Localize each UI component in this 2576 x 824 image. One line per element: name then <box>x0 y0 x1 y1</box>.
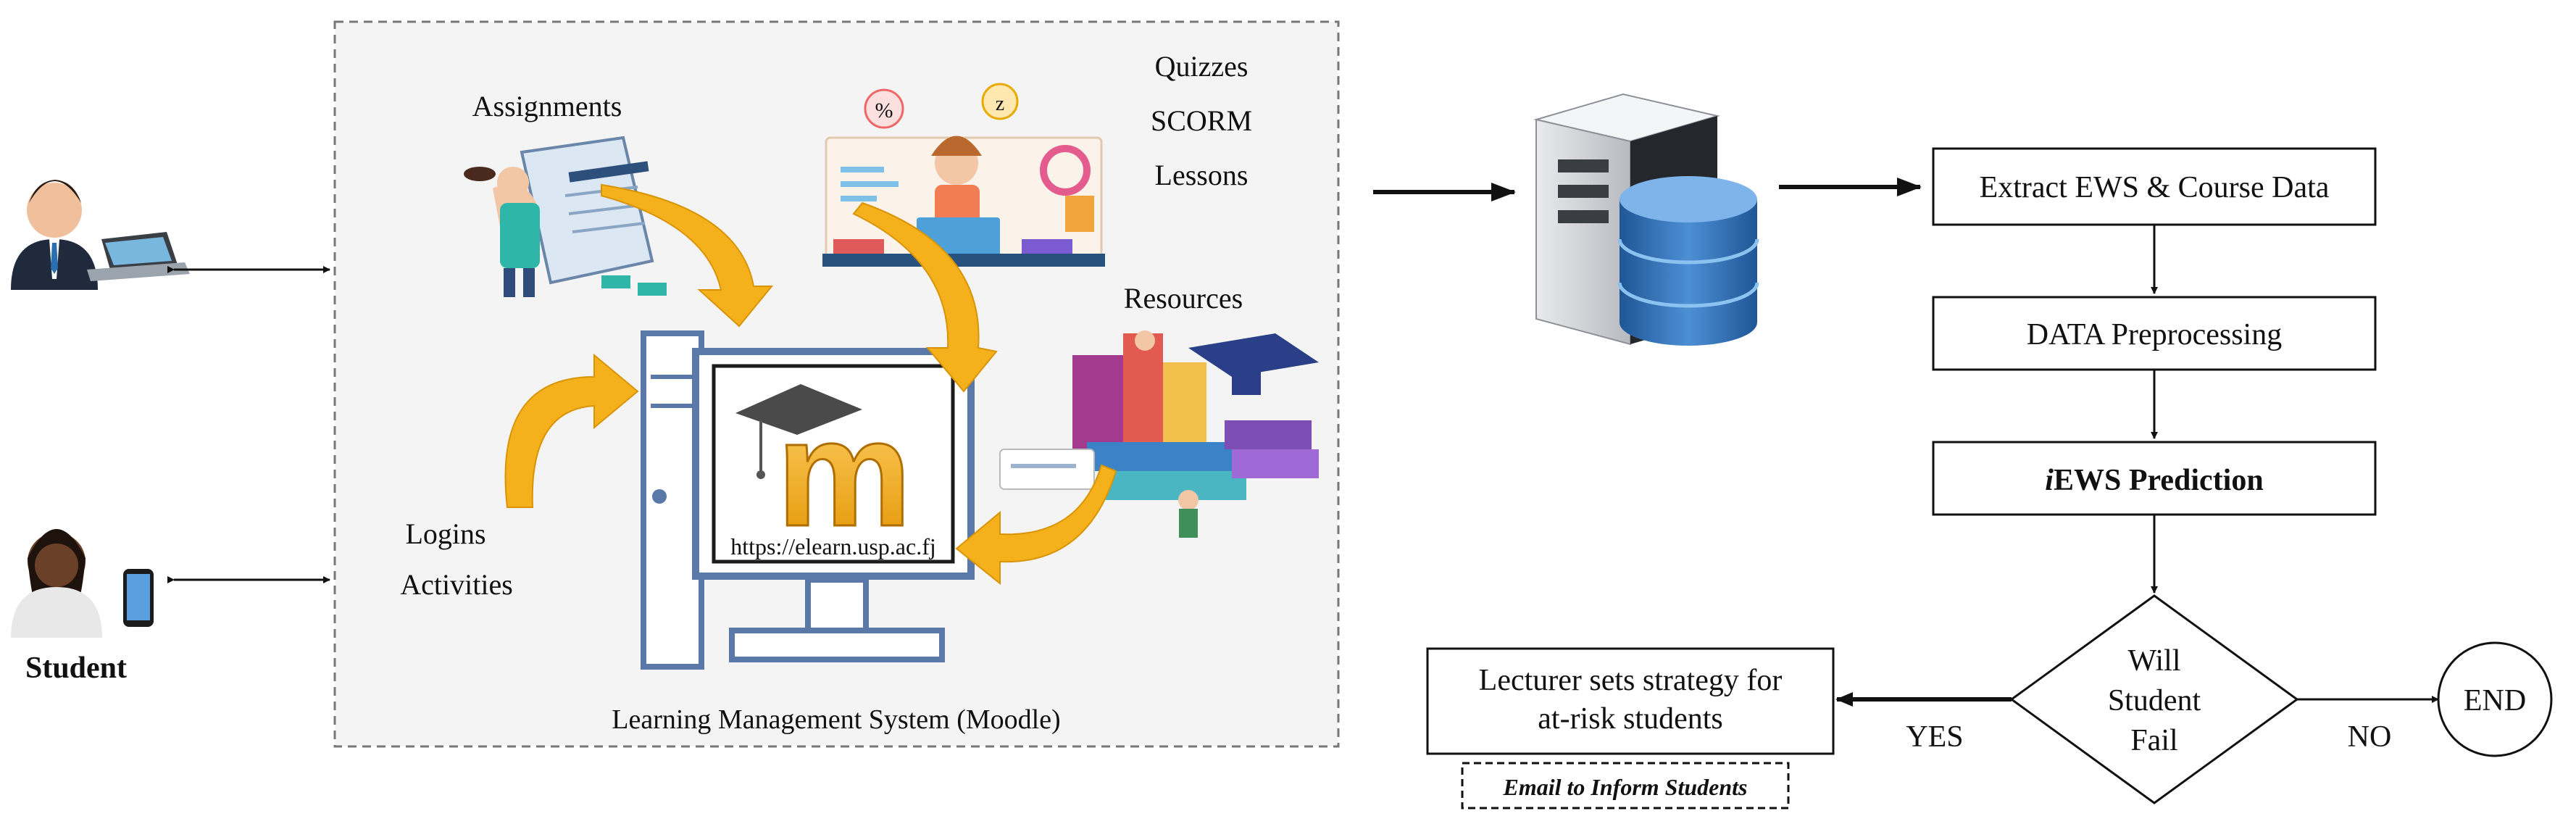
resources-illustration: Resources <box>999 282 1319 538</box>
quizzes-label: Quizzes <box>1155 50 1249 83</box>
prediction-italic-i: i <box>2045 464 2054 497</box>
moodle-url: https://elearn.usp.ac.fj <box>730 533 935 559</box>
svg-text:%: % <box>875 99 893 122</box>
resources-label: Resources <box>1124 282 1243 315</box>
lms-caption: Learning Management System (Moodle) <box>612 704 1060 735</box>
no-label: NO <box>2348 720 2392 754</box>
decision-line-1: Will <box>2128 644 2181 678</box>
student-label: Student <box>25 652 127 685</box>
server-database-icon <box>1533 93 1759 346</box>
decision-line-2: Student <box>2108 684 2201 717</box>
assignments-label: Assignments <box>472 90 622 122</box>
extract-box: Extract EWS & Course Data <box>1932 147 2377 226</box>
end-text: END <box>2464 684 2526 717</box>
moodle-computer: m https://elearn.usp.ac.fj <box>641 330 975 670</box>
lecturer-icon <box>11 180 190 290</box>
email-text: Email to Inform Students <box>1503 774 1748 800</box>
lecturer-strategy-box: Lecturer sets strategy for at-risk stude… <box>1426 647 1835 755</box>
svg-text:z: z <box>996 93 1004 115</box>
scorm-label: SCORM <box>1151 104 1252 137</box>
preprocess-box: DATA Preprocessing <box>1932 296 2377 371</box>
actor-connectors <box>167 266 330 583</box>
preprocess-text: DATA Preprocessing <box>2027 318 2282 351</box>
email-note: Email to Inform Students <box>1461 762 1790 810</box>
end-terminal: END <box>2437 641 2553 757</box>
orange-arrows <box>504 183 1117 586</box>
assignments-illustration: Assignments <box>464 90 667 297</box>
extract-text: Extract EWS & Course Data <box>1980 171 2330 204</box>
lecturer-line-1: Lecturer sets strategy for <box>1479 664 1783 697</box>
lessons-label: Lessons <box>1155 159 1249 191</box>
logins-label: Logins <box>405 517 485 550</box>
student-icon: Student <box>11 529 154 685</box>
prediction-rest: EWS Prediction <box>2054 464 2264 497</box>
moodle-logo-letter: m <box>777 388 912 558</box>
prediction-text: iEWS Prediction <box>2045 464 2263 497</box>
decision-line-3: Fail <box>2130 724 2177 757</box>
lecturer-line-2: at-risk students <box>1538 702 1722 736</box>
decision-diamond: Will Student Fail <box>2009 594 2299 804</box>
activities-label: Activities <box>400 568 513 601</box>
prediction-box: iEWS Prediction <box>1932 441 2377 516</box>
yes-label: YES <box>1906 720 1963 754</box>
